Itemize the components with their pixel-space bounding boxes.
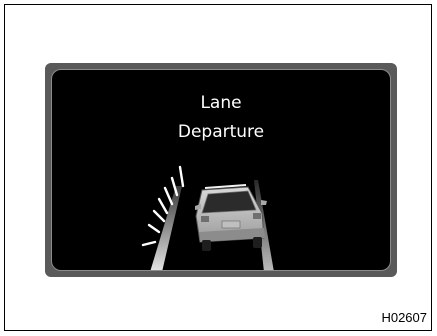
lane-departure-display: Lane Departure [51, 69, 391, 271]
lane-departure-illustration [52, 70, 391, 271]
figure-code: H02607 [381, 310, 427, 325]
